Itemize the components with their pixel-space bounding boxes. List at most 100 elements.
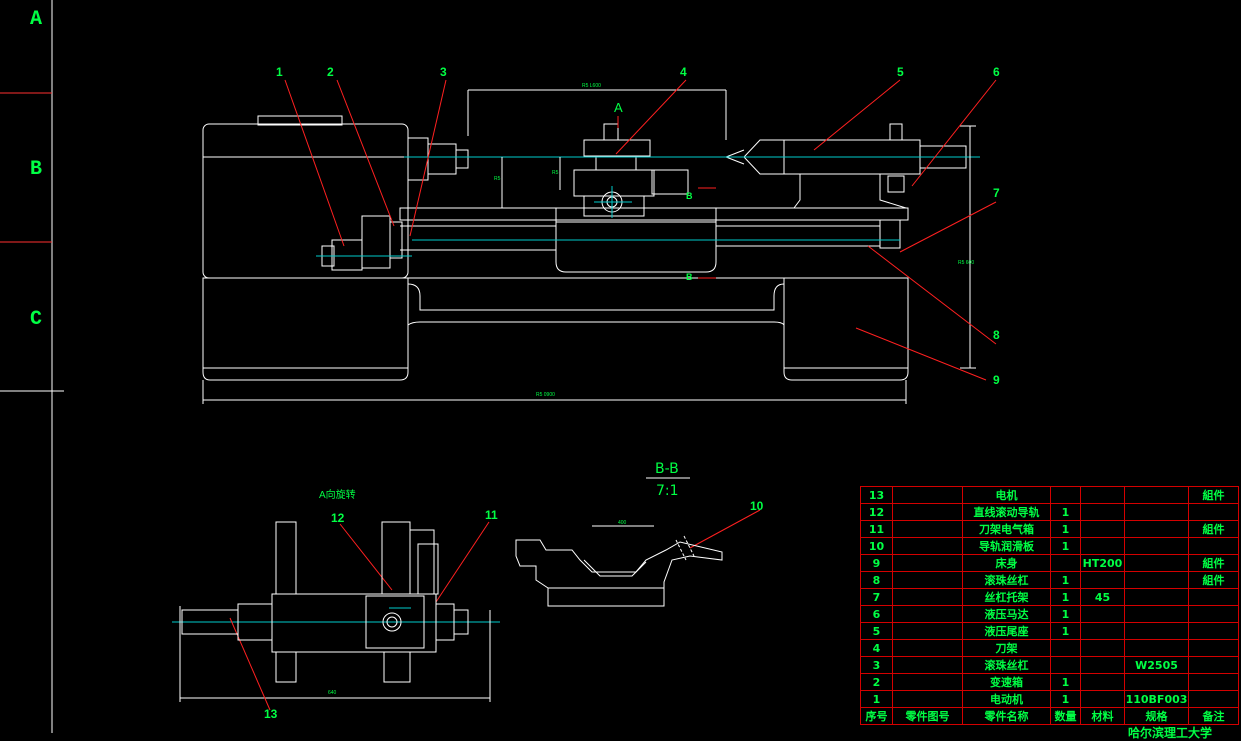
- bom-cell: [892, 605, 963, 623]
- bom-cell: 組件: [1188, 486, 1239, 504]
- zone-label-b: B: [30, 158, 43, 181]
- bom-cell: [892, 622, 963, 640]
- bom-cell: 零件名称: [962, 707, 1051, 725]
- dim-top-span: R5 L600: [582, 83, 601, 89]
- bom-cell: 13: [860, 486, 893, 504]
- bom-cell: [1124, 503, 1189, 521]
- drawing-frame: [0, 0, 64, 733]
- section-marker-bottom: B: [686, 272, 693, 282]
- bom-cell: 1: [1050, 622, 1081, 640]
- section-marker-top: B: [686, 191, 693, 201]
- bom-cell: [1050, 639, 1081, 657]
- bom-cell: [1124, 639, 1189, 657]
- bom-cell: 1: [1050, 673, 1081, 691]
- bom-cell: 1: [1050, 605, 1081, 623]
- bom-cell: [1124, 605, 1189, 623]
- bom-cell: 规格: [1124, 707, 1189, 725]
- section-scale: 7:1: [656, 483, 679, 499]
- bom-cell: [1124, 554, 1189, 572]
- bom-cell: 滚珠丝杠: [962, 656, 1051, 674]
- callout-9: 9: [993, 373, 1000, 387]
- bom-cell: 材料: [1080, 707, 1125, 725]
- bom-cell: 刀架: [962, 639, 1051, 657]
- bom-cell: 1: [1050, 571, 1081, 589]
- bom-cell: 直线滚动导轨: [962, 503, 1051, 521]
- bom-cell: 丝杠托架: [962, 588, 1051, 606]
- bom-cell: [1050, 554, 1081, 572]
- section-markers: [617, 116, 716, 279]
- bom-cell: [892, 503, 963, 521]
- callout-4: 4: [680, 65, 687, 79]
- dim-section-width: 400: [618, 520, 627, 526]
- bom-cell: [1188, 588, 1239, 606]
- bom-cell: [1188, 656, 1239, 674]
- callout-3: 3: [440, 65, 447, 79]
- bom-cell: 12: [860, 503, 893, 521]
- bom-cell: [1124, 486, 1189, 504]
- tool-post-view-a: [181, 521, 469, 683]
- bom-cell: [1080, 622, 1125, 640]
- bom-cell: [1124, 588, 1189, 606]
- bom-cell: [892, 588, 963, 606]
- bom-cell: 110BF003: [1124, 690, 1189, 708]
- zone-label-a: A: [30, 8, 43, 31]
- bom-cell: [1188, 537, 1239, 555]
- bom-cell: [1124, 520, 1189, 538]
- bom-cell: [1124, 537, 1189, 555]
- bom-cell: [892, 571, 963, 589]
- callout-6: 6: [993, 65, 1000, 79]
- bom-cell: [1080, 639, 1125, 657]
- bom-cell: [1080, 605, 1125, 623]
- bom-cell: 45: [1080, 588, 1125, 606]
- bom-cell: [1124, 673, 1189, 691]
- callout-11: 11: [485, 508, 498, 522]
- bom-row: 13 电机 組件: [860, 486, 1239, 504]
- bom-cell: 备注: [1188, 707, 1239, 725]
- bom-cell: 导轨润滑板: [962, 537, 1051, 555]
- bom-cell: 电机: [962, 486, 1051, 504]
- bom-cell: 8: [860, 571, 893, 589]
- bom-cell: 液压尾座: [962, 622, 1051, 640]
- callout-13: 13: [264, 707, 278, 721]
- callout-10: 10: [750, 499, 764, 513]
- bom-cell: 5: [860, 622, 893, 640]
- bom-cell: 液压马达: [962, 605, 1051, 623]
- bom-cell: 1: [1050, 503, 1081, 521]
- bom-cell: [1050, 656, 1081, 674]
- bom-cell: 1: [1050, 520, 1081, 538]
- bom-cell: [1080, 520, 1125, 538]
- bom-cell: [1124, 622, 1189, 640]
- section-bb-profile: [515, 477, 723, 607]
- dim-view-length: 640: [328, 690, 337, 696]
- bom-cell: [1124, 571, 1189, 589]
- bom-cell: W2505: [1124, 656, 1189, 674]
- bom-cell: 序号: [860, 707, 893, 725]
- bom-cell: [1080, 690, 1125, 708]
- bom-cell: [892, 520, 963, 538]
- bom-cell: 10: [860, 537, 893, 555]
- bom-cell: [1188, 605, 1239, 623]
- bom-cell: 9: [860, 554, 893, 572]
- dim-height-left: R5: [494, 176, 501, 182]
- bom-cell: 組件: [1188, 571, 1239, 589]
- bom-header-row: 序号零件图号零件名称数量材料规格备注: [860, 707, 1239, 725]
- bom-cell: 6: [860, 605, 893, 623]
- bom-cell: [1080, 571, 1125, 589]
- callout-12: 12: [331, 511, 345, 525]
- bom-cell: 变速箱: [962, 673, 1051, 691]
- bom-cell: [1080, 537, 1125, 555]
- view-a-arrow-label: A: [614, 100, 623, 115]
- view-a-title: A向旋转: [319, 490, 356, 501]
